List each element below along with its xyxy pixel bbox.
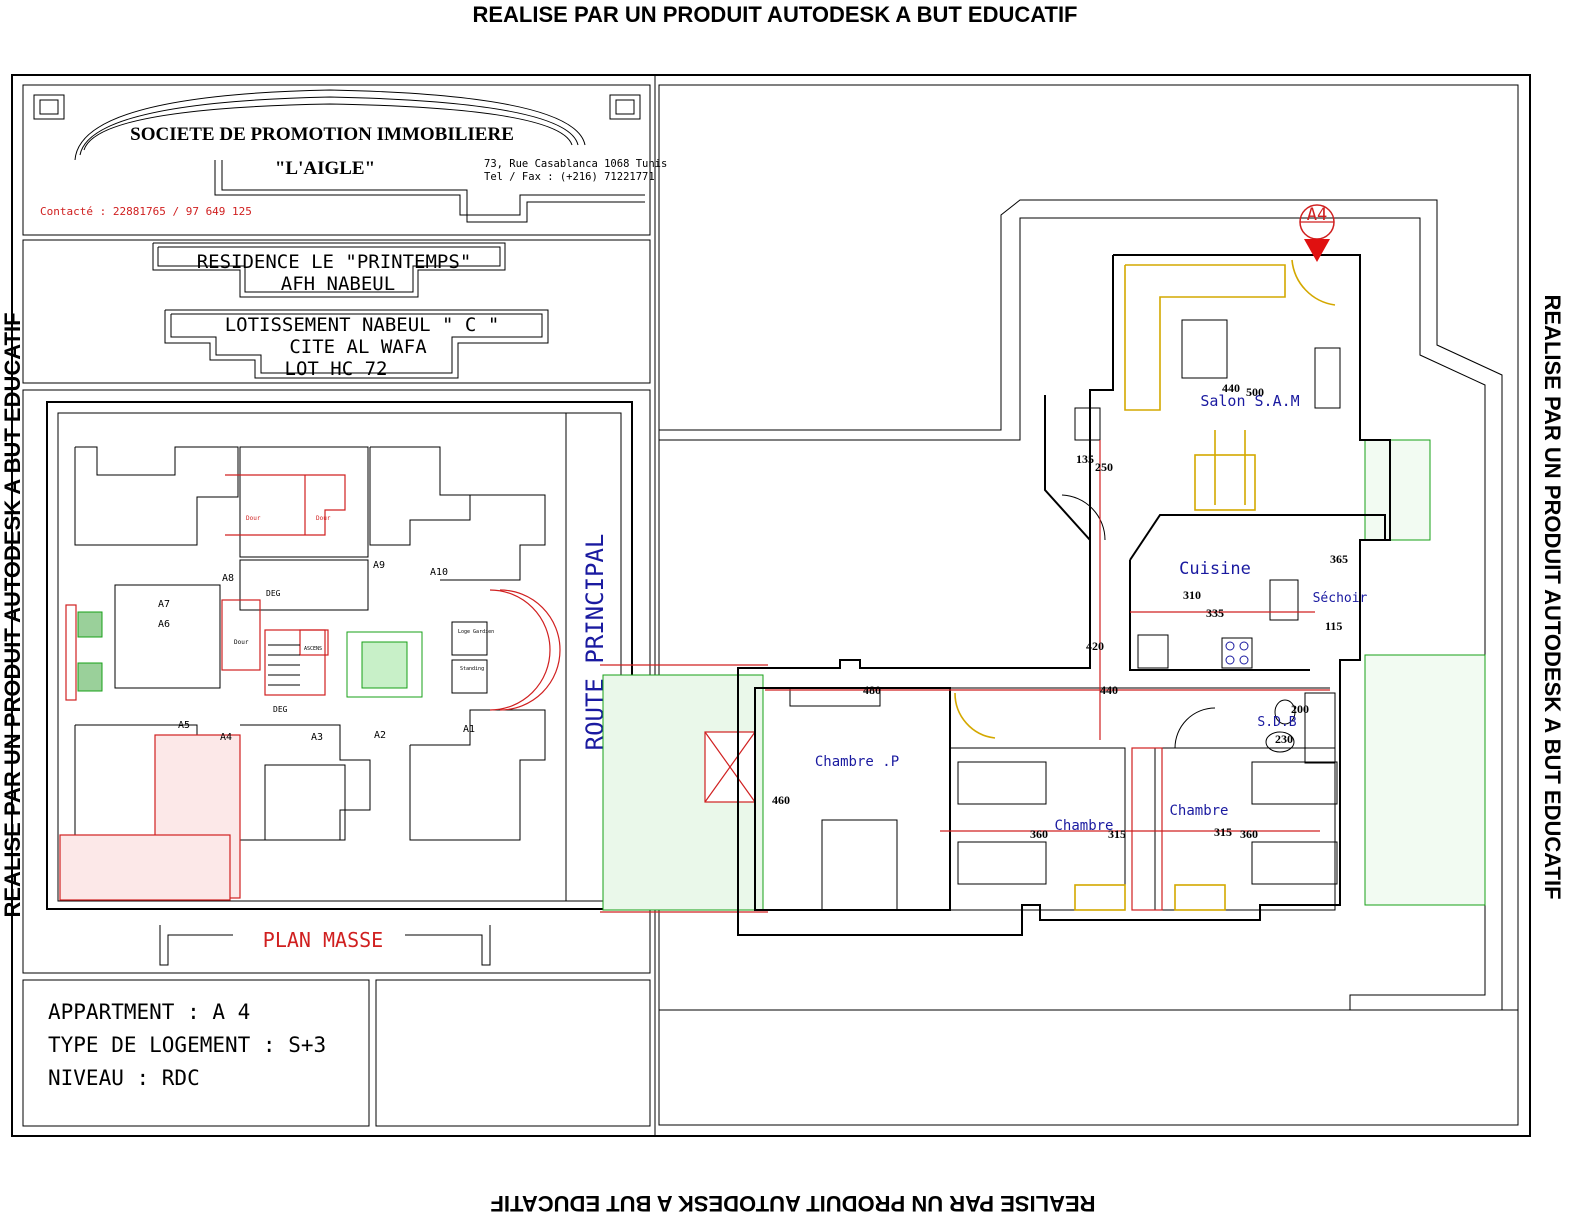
housing-type-info: TYPE DE LOGEMENT : S+3 [48,1033,326,1057]
dimension-value: 360 [1240,827,1258,841]
apartment-label: A9 [373,560,385,571]
company-title: SOCIETE DE PROMOTION IMMOBILIERE [130,124,514,145]
bed-icon [1251,761,1338,805]
site-label: Dour [316,515,331,522]
corner-ornament-icon [609,94,641,120]
site-label: Dour [234,639,249,646]
corner-ornament-icon [33,94,65,120]
wardrobe [1131,747,1163,911]
bed-icon [957,761,1047,805]
level-info: NIVEAU : RDC [48,1066,200,1090]
dimension-value: 200 [1291,702,1309,716]
sink-icon [1269,579,1299,621]
dimension-value: 335 [1206,606,1224,620]
entrance-arc [489,589,551,711]
watermark-top: REALISE PAR UN PRODUIT AUTODESK A BUT ED… [472,2,1077,27]
info-block: APPARTMENT : A 4 TYPE DE LOGEMENT : S+3 … [22,979,651,1127]
company-name: "L'AIGLE" [275,158,375,179]
dimension-value: 420 [1086,639,1104,653]
rug-icon [1181,319,1228,379]
room-label-chambre: Chambre [1169,803,1228,819]
apartment-tag-label: A4 [1307,205,1327,225]
room-label-cuisine: Cuisine [1179,559,1251,579]
site-label: Dour [246,515,261,522]
company-address: 73, Rue Casablanca 1068 Tunis [484,158,667,170]
lot-line3: LOT HC 72 [285,358,388,380]
apartment-label: A3 [311,732,323,743]
dimension-value: 460 [772,793,790,807]
dimension-value: 310 [1183,588,1201,602]
stair-icon [268,644,300,686]
apartment-label: A1 [463,724,475,735]
residence-sub: AFH NABEUL [281,273,395,295]
bed-icon [957,841,1047,885]
watermark-right: REALISE PAR UN PRODUIT AUTODESK A BUT ED… [1540,294,1565,899]
stove-icon [1221,637,1253,669]
dimension-value: 230 [1275,732,1293,746]
bed-icon [1251,841,1338,885]
room-label-sdb: S.D.B [1257,715,1296,730]
site-label: DEG [266,589,281,598]
apartment-info: APPARTMENT : A 4 [48,1000,250,1024]
watermark-bottom: REALISE PAR UN PRODUIT AUTODESK A BUT ED… [490,1191,1095,1216]
bathtub-icon [1304,692,1336,764]
apartment-label: A10 [430,567,448,578]
dimension-value: 360 [1030,827,1048,841]
apartment-label: A6 [158,619,170,630]
site-label: Standing [460,666,484,672]
apartment-label: A5 [178,720,190,731]
company-phone: Tel / Fax : (+216) 71221771 [484,171,655,183]
room-label-salon: Salon S.A.M [1200,392,1299,410]
outer-frame [11,74,1531,1137]
dining-table [1194,430,1256,511]
residence-title: RESIDENCE LE "PRINTEMPS" [197,251,472,273]
apartment-tag: A4 [1299,204,1335,262]
apartment-label: A7 [158,599,170,610]
site-label: DEG [273,705,288,714]
dimension-value: 315 [1214,825,1232,839]
room-label-chambre-p: Chambre .P [815,754,899,770]
company-contact: Contacté : 22881765 / 97 649 125 [40,205,252,218]
dimension-value: 135 [1076,452,1094,466]
lot-line2: CITE AL WAFA [289,336,427,358]
dimension-value: 440 [1222,381,1240,395]
site-label: ASCENS [304,646,322,652]
apartment-label: A4 [220,732,232,743]
room-label-sechoir: Séchoir [1313,591,1368,606]
room-label-chambre: Chambre [1054,818,1113,834]
dimension-value: 500 [1246,385,1264,399]
plan-masse-label: PLAN MASSE [263,928,383,952]
dimension-value: 440 [1100,683,1118,697]
dimension-value: 480 [863,683,881,697]
site-label: Loge Gardien [458,629,494,635]
toilet-icon [1074,407,1101,441]
garden-box [346,631,423,698]
dimension-value: 315 [1108,827,1126,841]
dimension-value: 365 [1330,552,1348,566]
site-plan: ROUTE PRINCIPAL [22,389,651,974]
dimension-value: 115 [1325,619,1342,633]
title-block: SOCIETE DE PROMOTION IMMOBILIERE "L'AIGL… [22,84,667,384]
dimension-value: 250 [1095,460,1113,474]
bed-icon [821,819,898,911]
apartment-label: A2 [374,730,386,741]
apartment-label: A8 [222,573,234,584]
lot-line1: LOTISSEMENT NABEUL " C " [225,314,500,336]
sofa [1124,264,1286,411]
logo-swoosh [74,89,586,161]
floor-plan: A4 Salon S.A.M Cuisine Séchoir S.D.B Cha… [600,84,1519,1126]
